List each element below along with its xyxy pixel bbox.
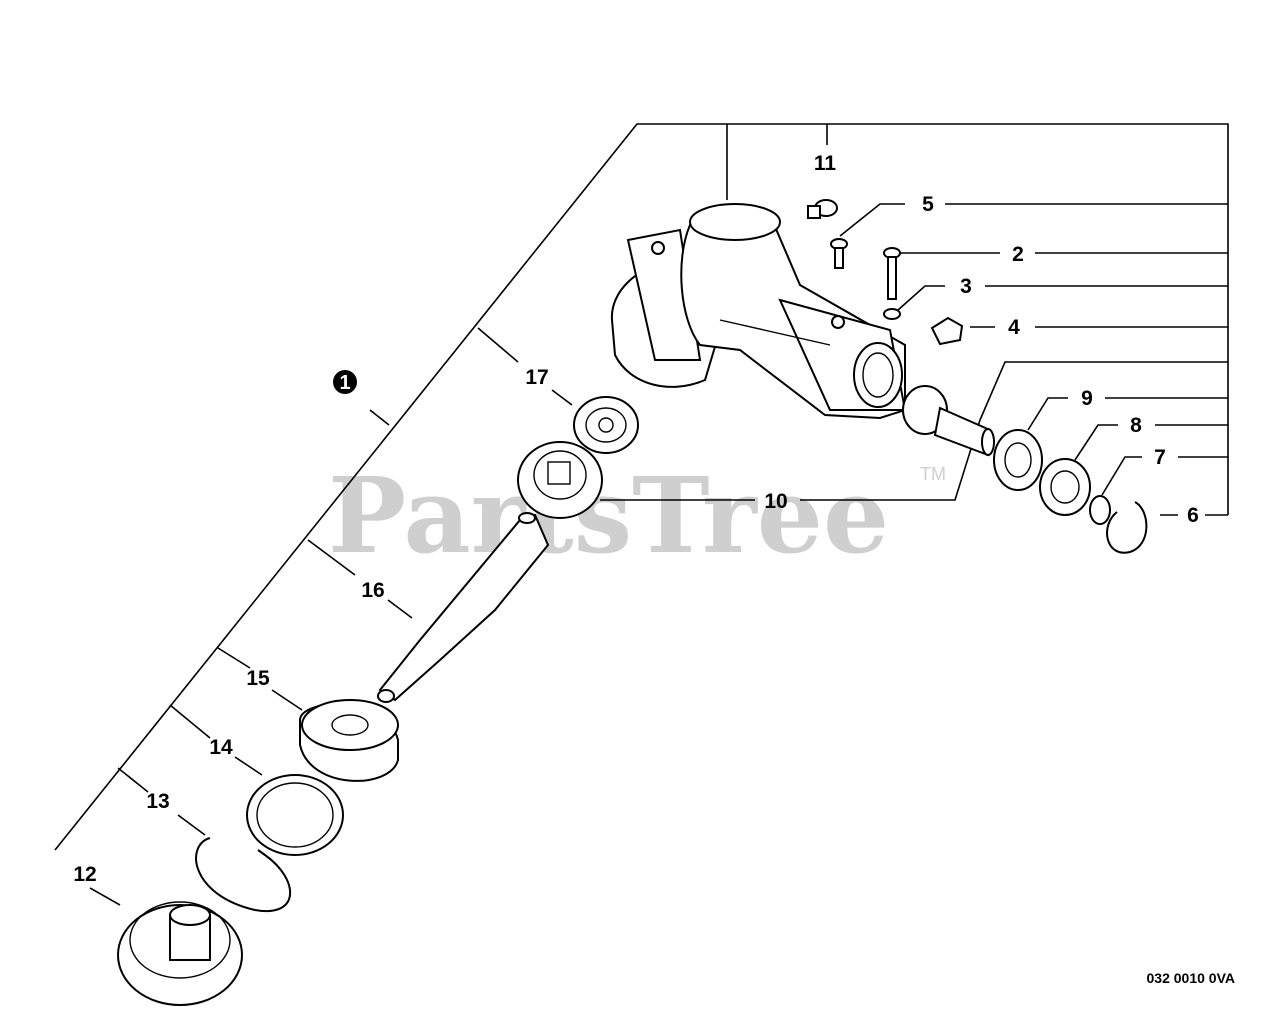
bearing-17 [573, 396, 639, 454]
callout-4: 4 [1008, 316, 1020, 339]
ring-7 [1089, 495, 1111, 525]
callout-11: 11 [814, 152, 837, 175]
callout-9: 9 [1081, 387, 1093, 410]
callout-6: 6 [1187, 504, 1199, 527]
callout-7: 7 [1154, 446, 1166, 469]
circlip-6 [1106, 501, 1148, 554]
watermark-trademark: TM [920, 464, 946, 484]
callout-10: 10 [764, 490, 787, 513]
plate-4 [930, 316, 964, 346]
fasteners [807, 199, 964, 346]
watermark: PartsTree TM [328, 454, 946, 577]
bevel-gear [517, 441, 603, 519]
washer-3 [883, 308, 901, 320]
callouts: 1 11 5 2 3 4 9 8 7 6 10 17 16 15 14 13 1… [73, 152, 1199, 886]
assembly-callout: 1 [339, 372, 350, 394]
callout-15: 15 [246, 667, 270, 690]
cover-12 [117, 901, 243, 1006]
callout-14: 14 [209, 736, 233, 759]
plate-14 [246, 774, 344, 856]
watermark-text: PartsTree [328, 454, 889, 577]
circlip-13 [195, 837, 291, 913]
left-leaders [89, 327, 573, 906]
gear-case-housing [610, 203, 907, 420]
callout-17: 17 [525, 366, 548, 389]
callout-8: 8 [1130, 414, 1142, 437]
callout-3: 3 [960, 275, 972, 298]
right-bearings [993, 429, 1148, 554]
bearing-8 [1039, 458, 1091, 516]
screw-5 [830, 238, 848, 269]
assembly-marker [333, 370, 357, 394]
bearing-9 [993, 429, 1043, 491]
callout-2: 2 [1012, 243, 1024, 266]
callout-16: 16 [361, 579, 384, 602]
callout-12: 12 [73, 863, 96, 886]
callout-5: 5 [922, 193, 934, 216]
pinion-gear-shaft [902, 385, 995, 457]
bearing-15 [299, 699, 399, 782]
assembly-bracket [54, 123, 1229, 851]
bolt-11 [807, 199, 838, 219]
bolt-2 [883, 247, 901, 300]
drawing-code: 032 0010 0VA [1147, 970, 1235, 986]
callout-13: 13 [146, 790, 169, 813]
output-shaft-16 [377, 512, 550, 703]
